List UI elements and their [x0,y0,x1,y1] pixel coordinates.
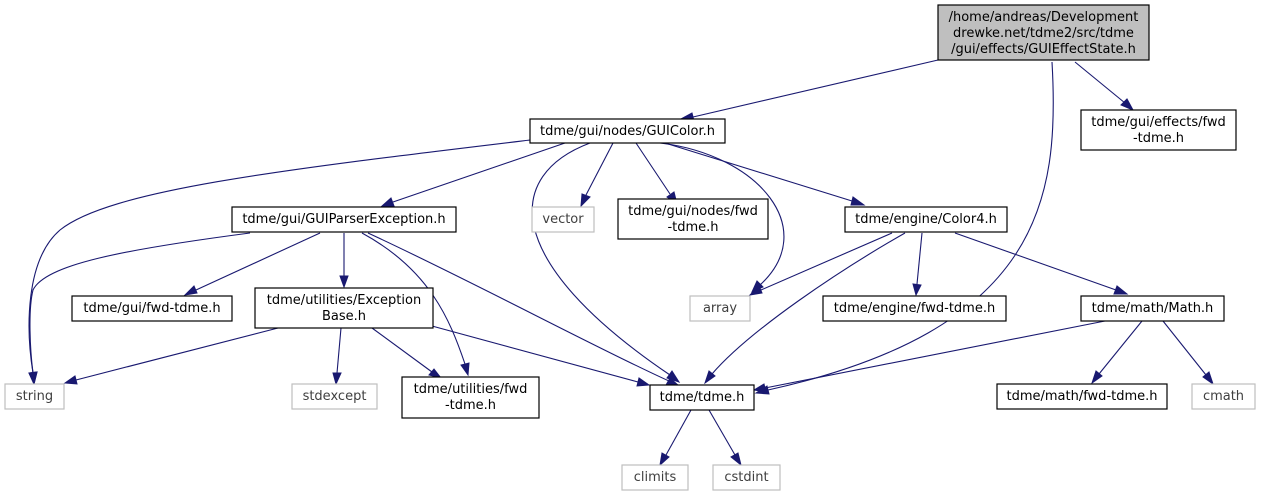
node-color4-h[interactable]: tdme/engine/Color4.h [844,206,1008,233]
node-root-guieffectstate-h[interactable]: /home/andreas/Development drewke.net/tdm… [937,4,1150,61]
node-label-line: drewke.net/tdme2/src/tdme [953,26,1134,41]
node-cstdint[interactable]: cstdint [712,464,781,491]
node-gui-fwd-tdme-h[interactable]: tdme/gui/fwd-tdme.h [71,295,233,322]
node-label-line: vector [542,212,584,227]
node-array[interactable]: array [689,295,751,322]
node-engine-fwd-tdme-h[interactable]: tdme/engine/fwd-tdme.h [822,295,1007,322]
node-label-line: tdme/gui/fwd-tdme.h [83,301,220,316]
node-label-line: tdme/gui/nodes/fwd [628,204,758,219]
edge-guicolor-to-tdme [531,142,681,383]
node-label-line: array [703,301,737,316]
node-label-line: string [16,389,53,404]
node-math-fwd-tdme-h[interactable]: tdme/math/fwd-tdme.h [996,383,1168,410]
edge-guicolor-to-color4 [664,142,866,206]
node-string[interactable]: string [4,383,65,410]
node-label-line: tdme/gui/GUIParserException.h [242,212,445,227]
edge-color4-to-tdme [704,232,906,385]
edge-math-to-tdme [752,320,1106,393]
node-parserexception-h[interactable]: tdme/gui/GUIParserException.h [231,206,457,233]
edge-color4-to-array [748,232,893,296]
node-label-line: tdme/gui/effects/fwd [1091,115,1225,130]
node-cmath[interactable]: cmath [1191,383,1256,410]
node-label-line: tdme/utilities/fwd [414,382,528,397]
node-label-line: tdme/utilities/Exception [267,293,421,308]
edge-exceptionbase-to-string [63,327,279,385]
node-math-h[interactable]: tdme/math/Math.h [1080,295,1225,322]
node-exceptionbase-h[interactable]: tdme/utilities/Exception Base.h [254,287,434,329]
node-label-line: -tdme.h [445,398,496,413]
nodes: /home/andreas/Development drewke.net/tdm… [4,4,1256,491]
edge-math-to-math-fwd [1091,320,1143,385]
edge-tdme-to-cstdint [708,409,742,467]
node-vector[interactable]: vector [531,206,595,233]
node-climits[interactable]: climits [621,464,689,491]
node-label-line: tdme/engine/fwd-tdme.h [834,301,995,316]
edge-parserexception-to-exceptionbase [339,233,349,289]
edge-guicolor-to-vector [580,142,614,208]
edge-guicolor-to-parserexception [380,142,566,207]
node-effects-fwd-tdme-h[interactable]: tdme/gui/effects/fwd -tdme.h [1080,109,1237,151]
edge-parserexception-to-gui-fwd [183,232,321,296]
edge-root-to-guicolor [679,59,939,122]
node-guicolor-h[interactable]: tdme/gui/nodes/GUIColor.h [529,118,726,144]
node-label-line: climits [634,470,677,485]
edge-color4-to-engine-fwd [912,232,923,297]
edge-guicolor-to-nodes-fwd [635,142,678,206]
node-label-line: Base.h [322,309,366,324]
edge-exceptionbase-to-utilities-fwd [371,327,443,379]
edge-math-to-cmath [1162,320,1214,386]
node-utilities-fwd-tdme-h[interactable]: tdme/utilities/fwd -tdme.h [401,376,540,419]
node-label-line: -tdme.h [667,220,718,235]
edges [28,59,1214,467]
node-label-line: tdme/engine/Color4.h [855,212,997,227]
node-nodes-fwd-tdme-h[interactable]: tdme/gui/nodes/fwd -tdme.h [617,198,769,240]
node-label-line: tdme/math/fwd-tdme.h [1006,389,1157,404]
node-label-line: /home/andreas/Development [949,10,1139,25]
node-label-line: cmath [1203,389,1244,404]
node-label-line: cstdint [724,470,768,485]
edge-exceptionbase-to-tdme [431,325,651,387]
node-stdexcept[interactable]: stdexcept [291,383,378,410]
node-tdme-h[interactable]: tdme/tdme.h [649,384,755,411]
edge-exceptionbase-to-stdexcept [332,327,342,386]
edge-root-to-effects-fwd [1074,61,1135,112]
node-label-line: -tdme.h [1133,131,1184,146]
node-label-line: tdme/tdme.h [660,390,745,405]
edge-tdme-to-climits [659,409,692,467]
edge-color4-to-math [954,232,1129,295]
node-label-line: tdme/math/Math.h [1092,301,1214,316]
node-label-line: /gui/effects/GUIEffectState.h [951,42,1136,57]
node-label-line: stdexcept [303,389,367,404]
node-label-line: tdme/gui/nodes/GUIColor.h [540,124,715,139]
edge-guicolor-to-string [28,139,531,386]
edge-parserexception-to-string [28,232,251,386]
